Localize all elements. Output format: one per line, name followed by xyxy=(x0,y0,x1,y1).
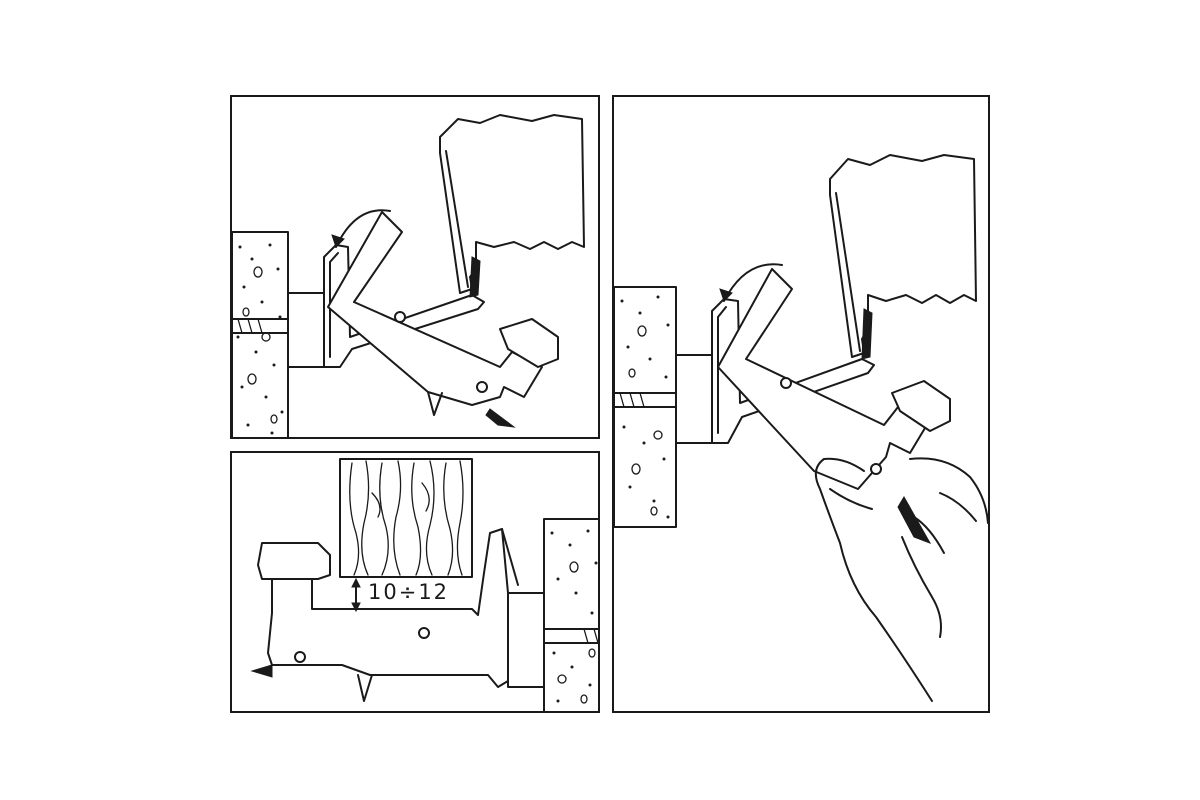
wall-screw xyxy=(539,628,598,644)
panel-hand-inserting-clip xyxy=(612,95,990,713)
concrete-texture xyxy=(620,295,670,519)
skirting-board xyxy=(829,154,977,360)
gap-arrow-icon xyxy=(351,577,361,613)
rotation-arrow-icon xyxy=(719,263,783,302)
clip-body xyxy=(267,528,519,688)
clip-head xyxy=(257,542,331,580)
skirting-board xyxy=(439,114,585,298)
concrete-wall xyxy=(232,231,289,437)
mounting-block xyxy=(507,592,545,688)
concrete-texture xyxy=(236,243,284,435)
clip-arm xyxy=(327,211,559,428)
wooden-board xyxy=(339,458,473,578)
gap-dimension-label: 10÷12 xyxy=(368,580,450,604)
mounting-block xyxy=(675,354,713,444)
mounting-block xyxy=(287,292,325,368)
panel-tilting-clip xyxy=(230,95,600,439)
hand xyxy=(814,457,988,702)
clip-spike xyxy=(250,664,373,702)
panel-installed-clip: 10÷12 xyxy=(230,451,600,713)
clip-arm xyxy=(717,268,951,544)
concrete-wall xyxy=(543,518,598,711)
rotation-arrow-icon xyxy=(331,209,391,248)
concrete-texture xyxy=(550,529,598,704)
